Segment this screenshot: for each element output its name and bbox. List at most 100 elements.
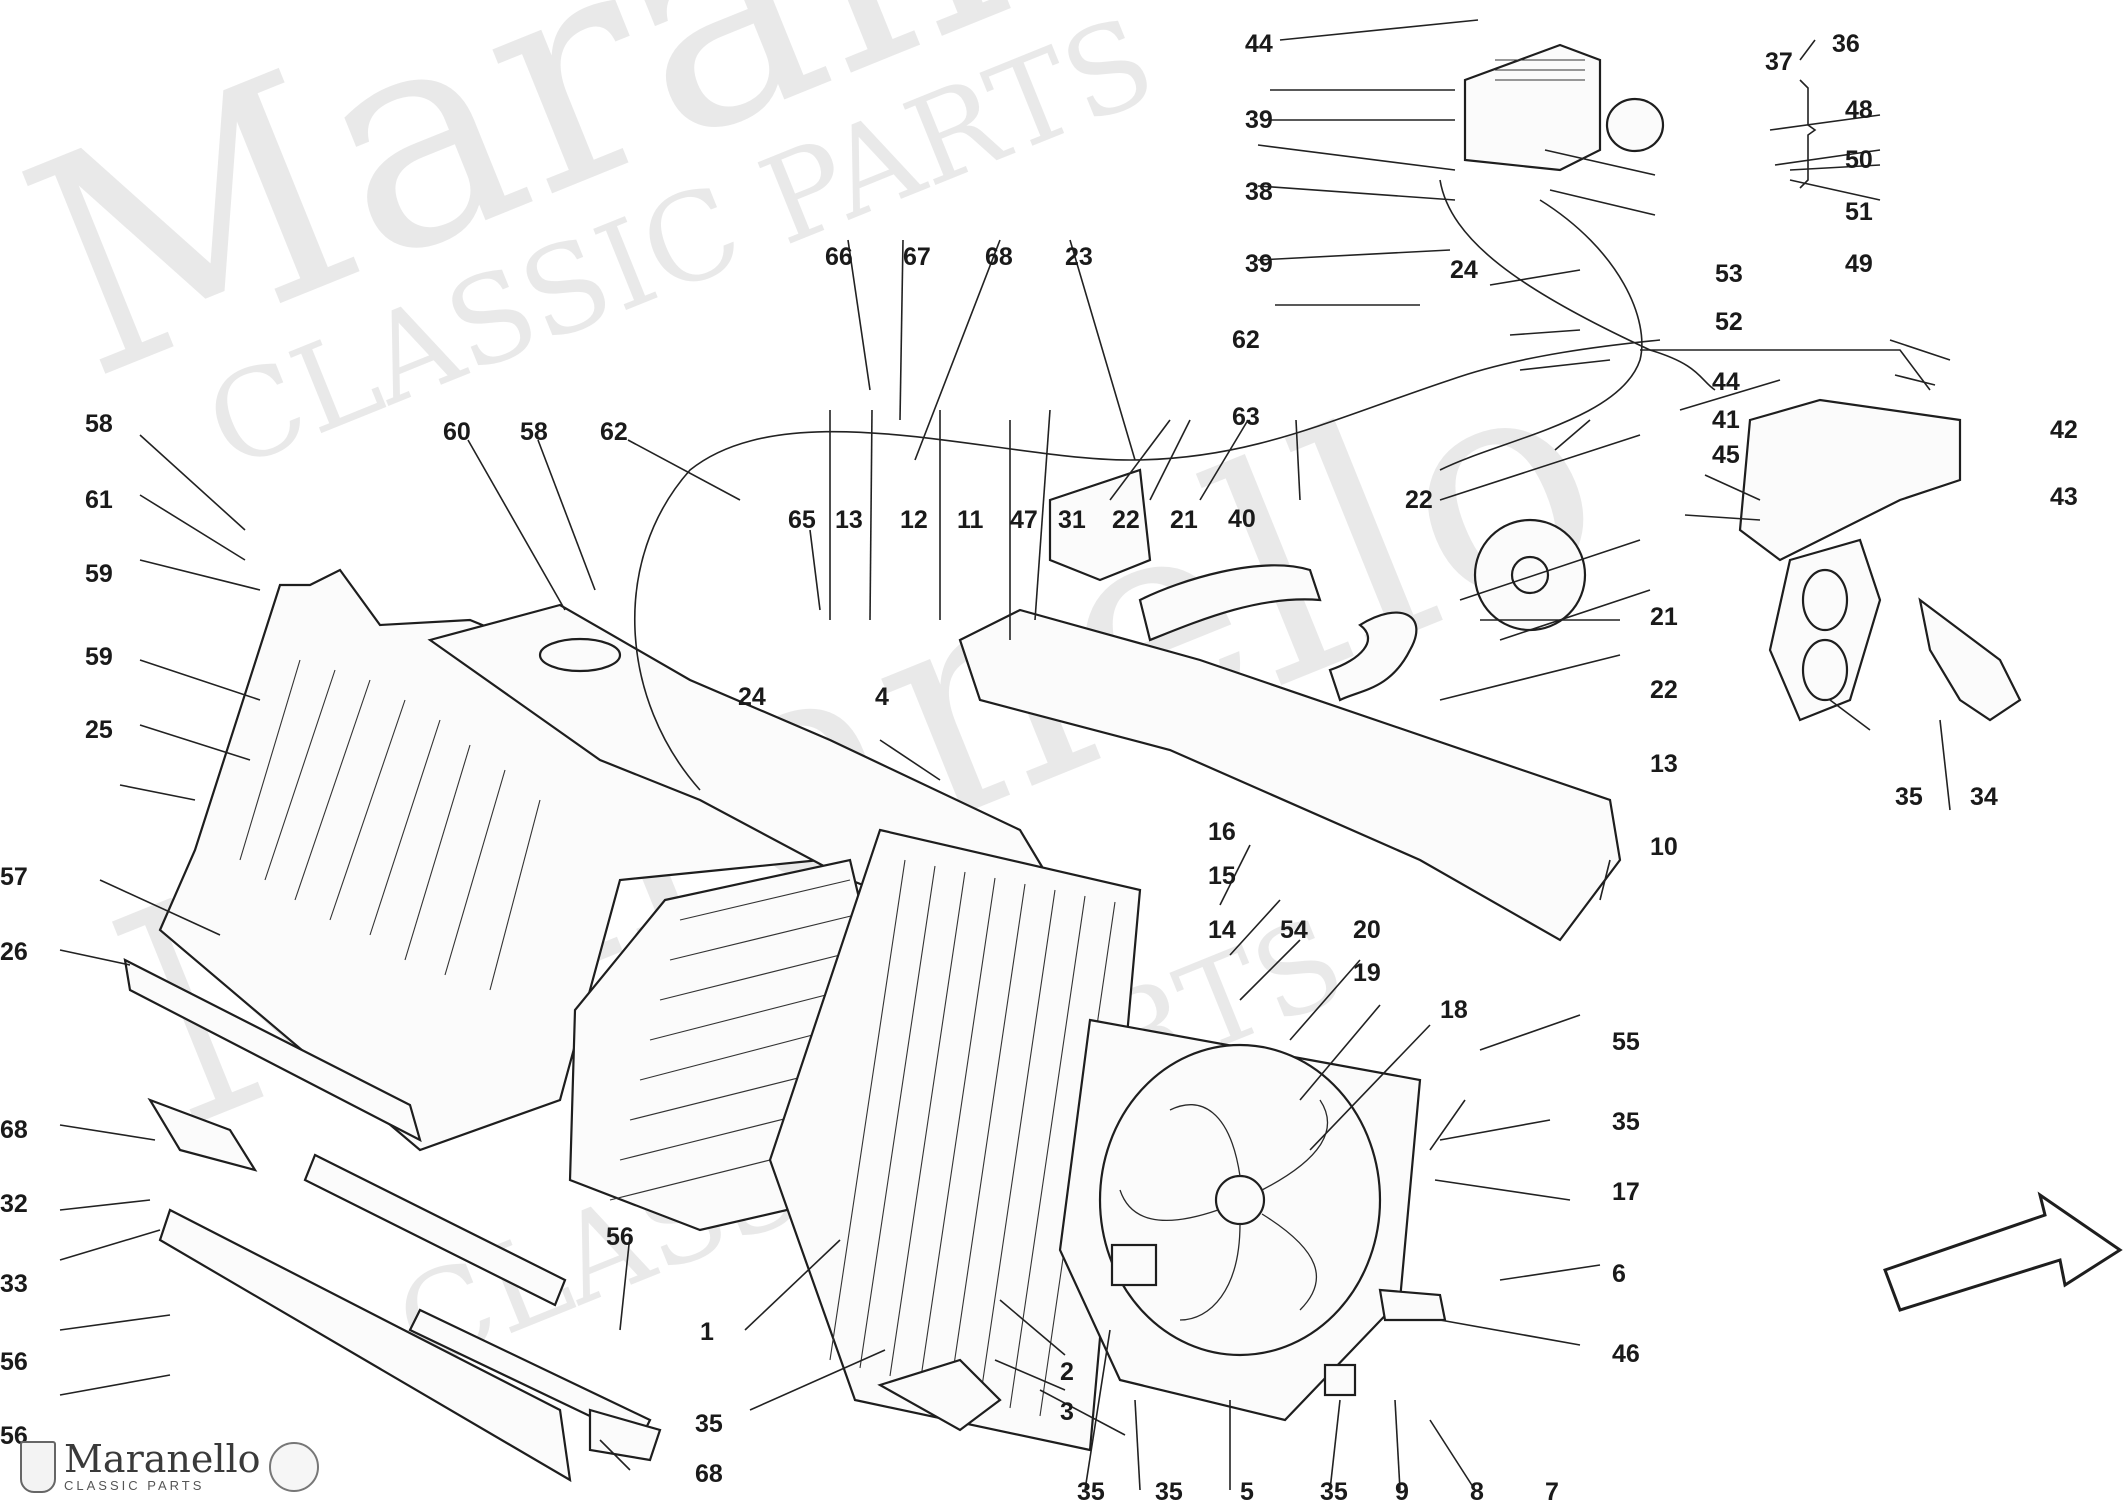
label-27: 31 <box>1058 506 1086 534</box>
bracket-30 <box>1918 597 2022 722</box>
hose-40 <box>1439 179 1716 391</box>
label-60-a: 59 <box>85 560 113 588</box>
label-64: 65 <box>788 506 816 534</box>
strip-29 <box>158 1208 572 1483</box>
label-9: 9 <box>1395 1478 1409 1506</box>
label-62-b: 62 <box>600 418 628 446</box>
label-24-a: 24 <box>1450 256 1478 284</box>
water-pump-pulley <box>1510 555 1550 595</box>
direction-arrow <box>1883 1191 2123 1312</box>
label-5: 5 <box>1240 1478 1254 1506</box>
maranello-logo: Maranello CLASSIC PARTS <box>20 1440 319 1493</box>
label-60-b: 60 <box>443 418 471 446</box>
maserati-seal-icon <box>268 1441 319 1492</box>
clip-68-a <box>147 1097 258 1172</box>
housing-port-1 <box>1801 568 1849 632</box>
bracket-cluster <box>1048 468 1152 582</box>
label-39-a: 39 <box>1245 106 1273 134</box>
label-22-a: 22 <box>1405 486 1433 514</box>
label-10: 10 <box>1650 833 1678 861</box>
label-33: 35 <box>1320 1478 1348 1506</box>
label-26: 26 <box>0 938 28 966</box>
label-13-b: 13 <box>1650 750 1678 778</box>
radiator-fins <box>829 859 1116 1417</box>
bracket-36 <box>1799 79 1817 189</box>
hose-21-upper <box>1138 564 1322 642</box>
pad-33 <box>1323 1363 1357 1397</box>
label-38: 38 <box>1245 178 1273 206</box>
label-40: 40 <box>1228 505 1256 533</box>
label-50: 51 <box>1845 198 1873 226</box>
label-3: 3 <box>1060 1398 1074 1426</box>
support-beam <box>958 608 1622 942</box>
logo-text: Maranello CLASSIC PARTS <box>64 1440 261 1493</box>
hose-24 <box>1439 199 1643 471</box>
label-41: 41 <box>1712 406 1740 434</box>
label-65: 66 <box>825 243 853 271</box>
label-45: 46 <box>1612 1340 1640 1368</box>
leader-lines <box>59 19 1951 1491</box>
air-conveyor-ribs <box>239 659 541 991</box>
label-14: 14 <box>1208 916 1236 944</box>
label-53: 54 <box>1280 916 1308 944</box>
label-19: 19 <box>1353 959 1381 987</box>
logo-sub: CLASSIC PARTS <box>64 1478 205 1493</box>
label-37: 37 <box>1765 48 1793 76</box>
label-21-b: 21 <box>1650 603 1678 631</box>
hose-23 <box>634 339 1661 791</box>
label-51: 52 <box>1715 308 1743 336</box>
label-31: 35 <box>1895 783 1923 811</box>
hose-21-lower <box>1328 611 1418 702</box>
label-7: 7 <box>1545 1478 1559 1506</box>
label-12: 12 <box>900 506 928 534</box>
label-59-a: 58 <box>85 410 113 438</box>
label-29: 33 <box>0 1270 28 1298</box>
label-58: 57 <box>0 863 28 891</box>
label-18: 18 <box>1440 996 1468 1024</box>
label-32: 35 <box>1077 1478 1105 1506</box>
label-35-b: 35 <box>1155 1478 1183 1506</box>
label-16: 16 <box>1208 818 1236 846</box>
label-6: 6 <box>1612 1260 1626 1288</box>
label-54: 55 <box>1612 1028 1640 1056</box>
label-57: 56 <box>606 1223 634 1251</box>
part-labels: 44 36 37 48 39 50 38 51 39 49 24 53 52 6… <box>0 30 2078 1506</box>
label-48: 49 <box>1845 250 1873 278</box>
cover-hole <box>538 637 622 673</box>
label-15: 15 <box>1208 862 1236 890</box>
label-44-a: 44 <box>1712 368 1740 396</box>
label-35-a: 35 <box>1612 1108 1640 1136</box>
label-28: 32 <box>0 1190 28 1218</box>
label-66: 67 <box>903 243 931 271</box>
manifold-42 <box>1738 398 1962 562</box>
tank-ribs <box>1495 59 1585 81</box>
label-68-b: 68 <box>695 1460 723 1488</box>
label-47: 48 <box>1845 96 1873 124</box>
label-49: 50 <box>1845 146 1873 174</box>
label-21-a: 21 <box>1170 506 1198 534</box>
label-22-c: 22 <box>1650 676 1678 704</box>
label-2: 2 <box>1060 1358 1074 1386</box>
label-68-a: 68 <box>0 1116 28 1144</box>
label-30: 34 <box>1970 783 1998 811</box>
fan-hub <box>1214 1174 1266 1226</box>
duct-plate <box>877 1358 1002 1432</box>
label-24-b: 24 <box>738 683 766 711</box>
label-63: 63 <box>1232 403 1260 431</box>
label-46: 47 <box>1010 506 1038 534</box>
radiator-1 <box>768 828 1142 1452</box>
label-62-a: 62 <box>1232 326 1260 354</box>
label-61: 61 <box>85 486 113 514</box>
strip-57-a <box>303 1153 567 1307</box>
hose-42 <box>1640 349 1931 391</box>
label-52: 53 <box>1715 260 1743 288</box>
label-4: 4 <box>875 683 889 711</box>
label-59-c: 58 <box>520 418 548 446</box>
label-8: 8 <box>1470 1478 1484 1506</box>
radiator-drawing <box>123 43 2022 1483</box>
label-20: 20 <box>1353 916 1381 944</box>
label-17: 17 <box>1612 1178 1640 1206</box>
label-1: 1 <box>700 1318 714 1346</box>
